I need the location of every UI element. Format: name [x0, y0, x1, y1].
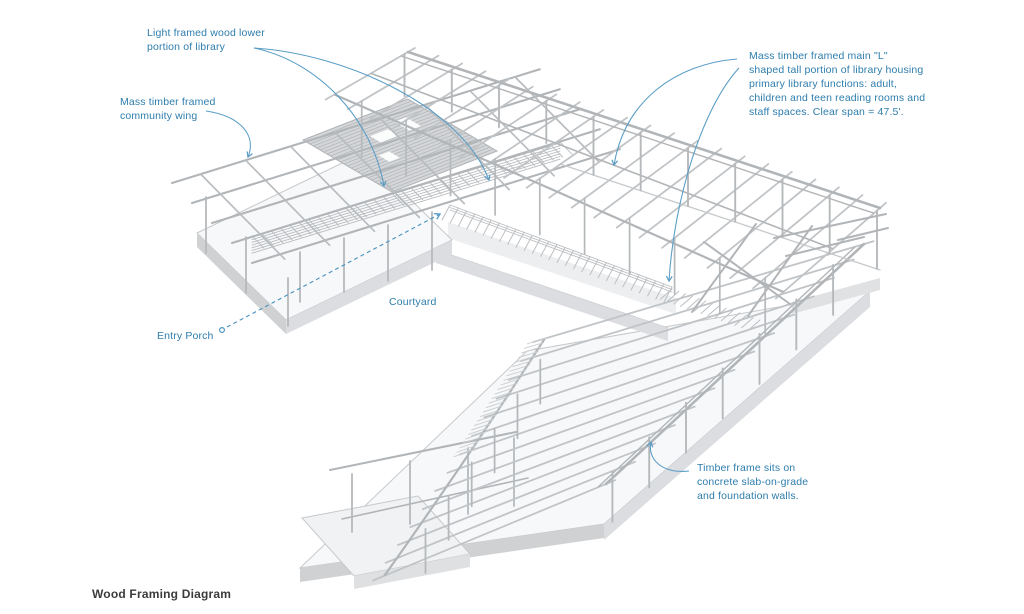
label-entry-porch: Entry Porch [157, 330, 214, 342]
label-community-wing: Mass timber framed community wing [120, 96, 216, 122]
label-light-framed: Light framed wood lower portion of libra… [147, 27, 265, 53]
south-wing [372, 240, 875, 582]
diagram-title: Wood Framing Diagram [92, 587, 232, 601]
community-wing [170, 68, 621, 327]
porch-framing [329, 431, 529, 533]
label-main-l-wing: Mass timber framed main "L" shaped tall … [749, 50, 926, 118]
entry-porch-marker [219, 327, 226, 334]
leader-lines [205, 47, 740, 472]
corner-framing [691, 213, 889, 317]
joist-deck [301, 98, 499, 193]
main-wing [324, 47, 887, 335]
label-courtyard: Courtyard [389, 296, 437, 308]
label-foundation: Timber frame sits on concrete slab-on-gr… [697, 462, 809, 502]
